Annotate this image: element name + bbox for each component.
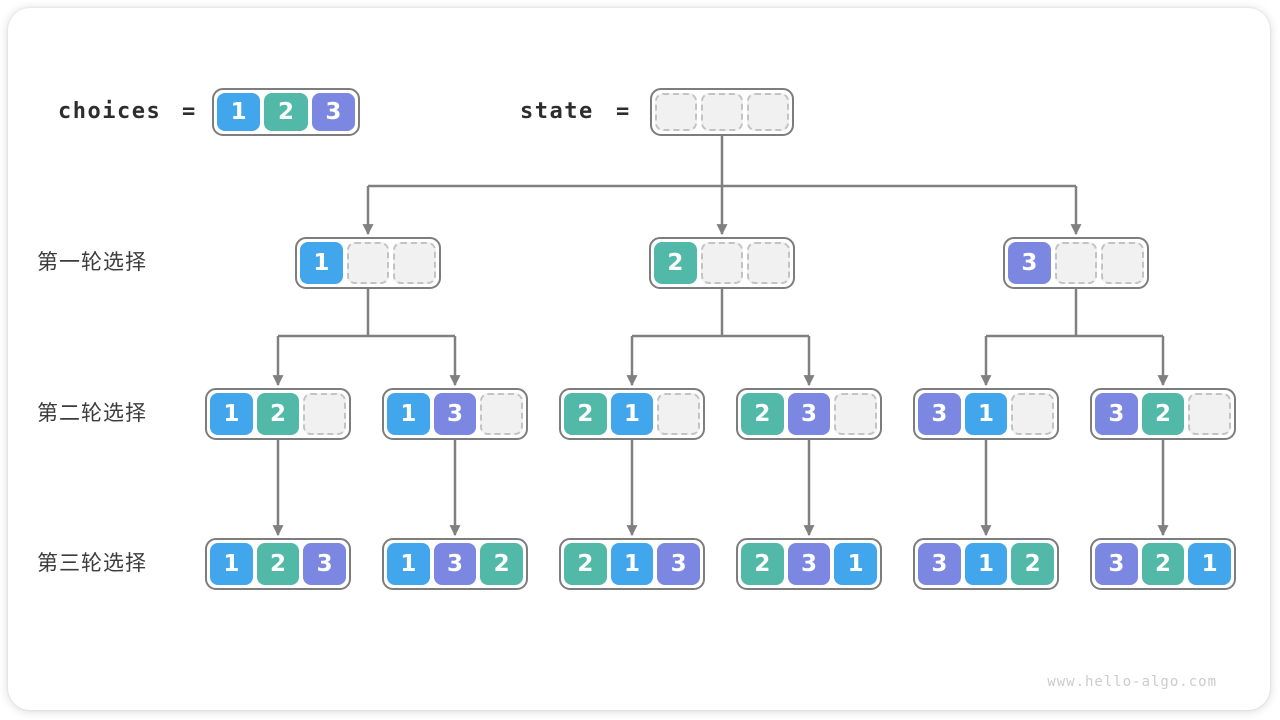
cell: 1 [610, 543, 654, 585]
state-node: 3 [1003, 237, 1149, 289]
cell: 2 [654, 242, 697, 284]
watermark: www.hello-algo.com [1047, 674, 1217, 690]
cell [1011, 393, 1055, 435]
cell [655, 93, 697, 131]
cell: 2 [1011, 543, 1055, 585]
cell: 2 [256, 543, 300, 585]
cell: 3 [918, 393, 961, 435]
cell [700, 242, 744, 284]
state-node: 2 1 [559, 388, 705, 440]
state-node: 3 2 [1090, 388, 1236, 440]
state-node: 1 [295, 237, 441, 289]
cell [393, 242, 437, 284]
cell: 3 [433, 543, 477, 585]
state-node: 2 3 1 [736, 538, 882, 590]
cell [1101, 242, 1145, 284]
cell: 2 [1141, 393, 1185, 435]
cell: 2 [480, 543, 524, 585]
cell: 1 [387, 393, 430, 435]
cell [1054, 242, 1098, 284]
cell: 3 [1008, 242, 1051, 284]
state-node: 2 3 [736, 388, 882, 440]
state-label: state [520, 99, 594, 124]
equals-sign: = [616, 99, 631, 124]
cell [657, 393, 701, 435]
state-node: 2 1 3 [559, 538, 705, 590]
cell: 1 [387, 543, 430, 585]
state-node: 2 [649, 237, 795, 289]
equals-sign: = [182, 99, 197, 124]
row-label-round-3: 第三轮选择 [37, 552, 147, 575]
cell [303, 393, 347, 435]
state-node: 1 2 [205, 388, 351, 440]
cell: 3 [303, 543, 347, 585]
state-node: 1 3 2 [382, 538, 528, 590]
state-node: 1 3 [382, 388, 528, 440]
cell: 1 [210, 543, 253, 585]
cell: 3 [787, 543, 831, 585]
row-label-round-2: 第二轮选择 [37, 402, 147, 425]
cell [346, 242, 390, 284]
cell: 3 [1095, 543, 1138, 585]
cell: 2 [741, 543, 784, 585]
cell: 2 [564, 543, 607, 585]
choices-box: 1 2 3 [212, 88, 360, 136]
cell: 1 [1188, 543, 1232, 585]
state-node: 3 1 2 [913, 538, 1059, 590]
cell: 2 [1141, 543, 1185, 585]
cell [747, 242, 791, 284]
state-node: 1 2 3 [205, 538, 351, 590]
cell: 3 [918, 543, 961, 585]
cell: 1 [964, 393, 1008, 435]
cell: 3 [311, 93, 355, 131]
cell [747, 93, 789, 131]
cell: 1 [300, 242, 343, 284]
cell [480, 393, 524, 435]
cell: 1 [610, 393, 654, 435]
cell: 3 [433, 393, 477, 435]
cell [701, 93, 743, 131]
row-label-round-1: 第一轮选择 [37, 251, 147, 274]
state-node: 3 2 1 [1090, 538, 1236, 590]
cell [1188, 393, 1232, 435]
cell: 1 [964, 543, 1008, 585]
cell: 2 [256, 393, 300, 435]
cell: 3 [657, 543, 701, 585]
cell: 1 [834, 543, 878, 585]
cell: 3 [787, 393, 831, 435]
cell: 1 [217, 93, 261, 131]
state-box [650, 88, 794, 136]
cell: 3 [1095, 393, 1138, 435]
cell: 2 [741, 393, 784, 435]
cell [834, 393, 878, 435]
choices-label: choices [58, 99, 162, 124]
cell: 2 [264, 93, 308, 131]
state-node: 3 1 [913, 388, 1059, 440]
cell: 1 [210, 393, 253, 435]
cell: 2 [564, 393, 607, 435]
canvas-card [8, 8, 1270, 710]
